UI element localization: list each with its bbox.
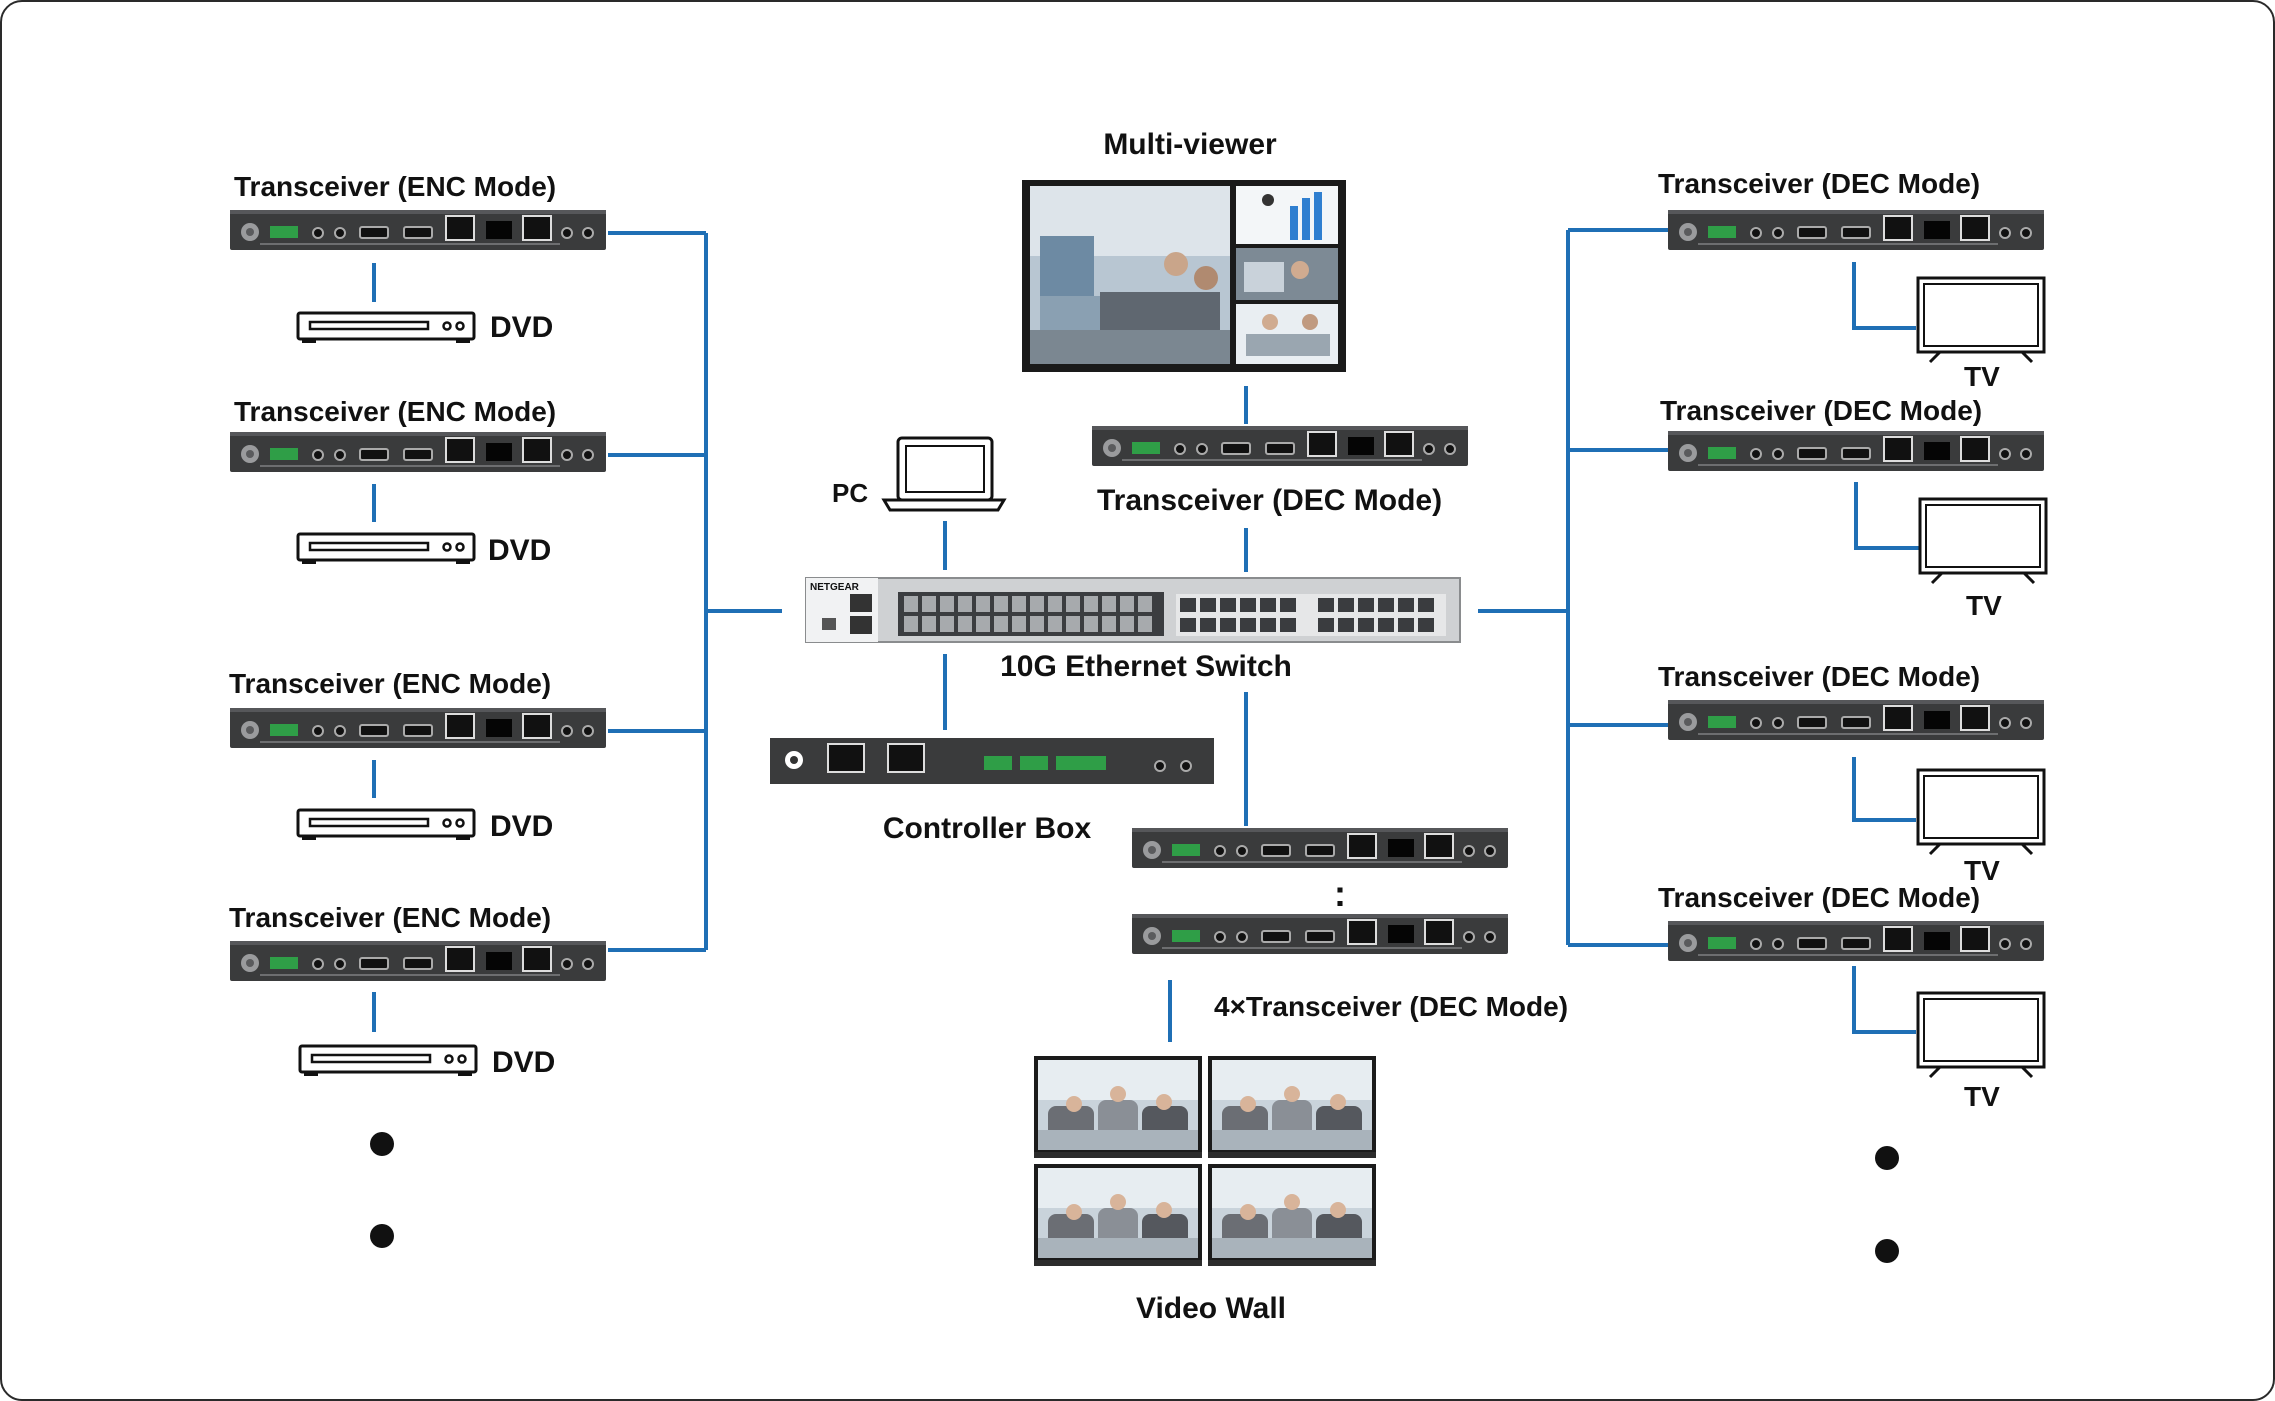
dvd-player-icon bbox=[298, 1044, 478, 1078]
switch-label: 10G Ethernet Switch bbox=[1000, 650, 1292, 683]
video-wall-panel bbox=[1034, 1164, 1202, 1266]
dvd-label-1: DVD bbox=[490, 311, 553, 344]
dvd-label-4: DVD bbox=[492, 1046, 555, 1079]
transceiver-enc-3 bbox=[229, 707, 607, 749]
transceiver-dec-3 bbox=[1667, 699, 2045, 741]
laptop-icon bbox=[881, 436, 1007, 512]
multiviewer-label: Multi-viewer bbox=[1103, 128, 1277, 161]
ellipsis-dot-icon bbox=[1875, 1239, 1899, 1263]
enc-label-2: Transceiver (ENC Mode) bbox=[234, 396, 556, 427]
video-wall: Video Wall bbox=[1034, 1056, 1376, 1325]
videowall-label: Video Wall bbox=[1136, 1292, 1286, 1325]
dec4-group: : 4×Transceiver (DEC Mode) bbox=[1131, 827, 1568, 1022]
dec-label-1: Transceiver (DEC Mode) bbox=[1658, 168, 1980, 199]
dvd-label-3: DVD bbox=[490, 810, 553, 843]
enc-label-3: Transceiver (ENC Mode) bbox=[229, 668, 551, 699]
tv-icon bbox=[1918, 497, 2048, 585]
dec4-label: 4×Transceiver (DEC Mode) bbox=[1214, 991, 1568, 1022]
dec-label-3: Transceiver (DEC Mode) bbox=[1658, 661, 1980, 692]
monitor-icon bbox=[1022, 180, 1346, 372]
dvd-player-icon bbox=[296, 532, 476, 566]
vertical-dots: : bbox=[1334, 873, 1346, 914]
transceiver-enc-1 bbox=[229, 209, 607, 251]
video-wall-panel bbox=[1208, 1164, 1376, 1266]
switch-brand: NETGEAR bbox=[810, 582, 860, 593]
link-tv-3 bbox=[1852, 757, 1916, 822]
pc-label: PC bbox=[832, 478, 868, 508]
tv-icon bbox=[1916, 991, 2046, 1079]
video-wall-panel bbox=[1208, 1056, 1376, 1158]
dvd-player-icon bbox=[296, 311, 476, 345]
tv-label-2: TV bbox=[1966, 590, 2002, 621]
transceiver-dec-multiviewer bbox=[1091, 425, 1469, 467]
transceiver-enc-2 bbox=[229, 431, 607, 473]
tv-label-1: TV bbox=[1964, 361, 2000, 392]
controller-box: Controller Box bbox=[770, 738, 1214, 845]
transceiver-dec-wall-4 bbox=[1131, 913, 1509, 955]
dec-label-4: Transceiver (DEC Mode) bbox=[1658, 882, 1980, 913]
ellipsis-dot-icon bbox=[1875, 1146, 1899, 1170]
link-tv-1 bbox=[1852, 262, 1916, 330]
dec-column: Transceiver (DEC Mode) TV Transceiver (D… bbox=[1658, 168, 2048, 1263]
tv-icon bbox=[1916, 768, 2046, 856]
link-tv-4 bbox=[1852, 966, 1916, 1034]
link-tv-2 bbox=[1854, 482, 1920, 550]
transceiver-dec-2 bbox=[1667, 430, 2045, 472]
connection-lines bbox=[372, 228, 1920, 1042]
controller-label: Controller Box bbox=[883, 812, 1092, 845]
tv-label-4: TV bbox=[1964, 1081, 2000, 1112]
multiviewer-group: Multi-viewer Transceiver (DEC Mode bbox=[1022, 128, 1469, 517]
transceiver-dec-wall-1 bbox=[1131, 827, 1509, 869]
dvd-player-icon bbox=[296, 808, 476, 842]
dvd-label-2: DVD bbox=[488, 534, 551, 567]
enc-label-1: Transceiver (ENC Mode) bbox=[234, 171, 556, 202]
transceiver-dec-1 bbox=[1667, 209, 2045, 251]
ellipsis-dot-icon bbox=[370, 1224, 394, 1248]
dec-label-center: Transceiver (DEC Mode) bbox=[1097, 484, 1442, 517]
transceiver-dec-4 bbox=[1667, 920, 2045, 962]
ellipsis-dot-icon bbox=[370, 1132, 394, 1156]
dec-label-2: Transceiver (DEC Mode) bbox=[1660, 395, 1982, 426]
pc-group: PC bbox=[832, 436, 1007, 512]
transceiver-enc-4 bbox=[229, 940, 607, 982]
enc-label-4: Transceiver (ENC Mode) bbox=[229, 902, 551, 933]
tv-label-3: TV bbox=[1964, 855, 2000, 886]
ethernet-switch: NETGEAR 10G Ethernet Switch bbox=[805, 577, 1461, 683]
tv-icon bbox=[1916, 276, 2046, 364]
video-wall-panel bbox=[1034, 1056, 1202, 1158]
enc-column: Transceiver (ENC Mode) DVD Transceiver (… bbox=[229, 171, 607, 1248]
